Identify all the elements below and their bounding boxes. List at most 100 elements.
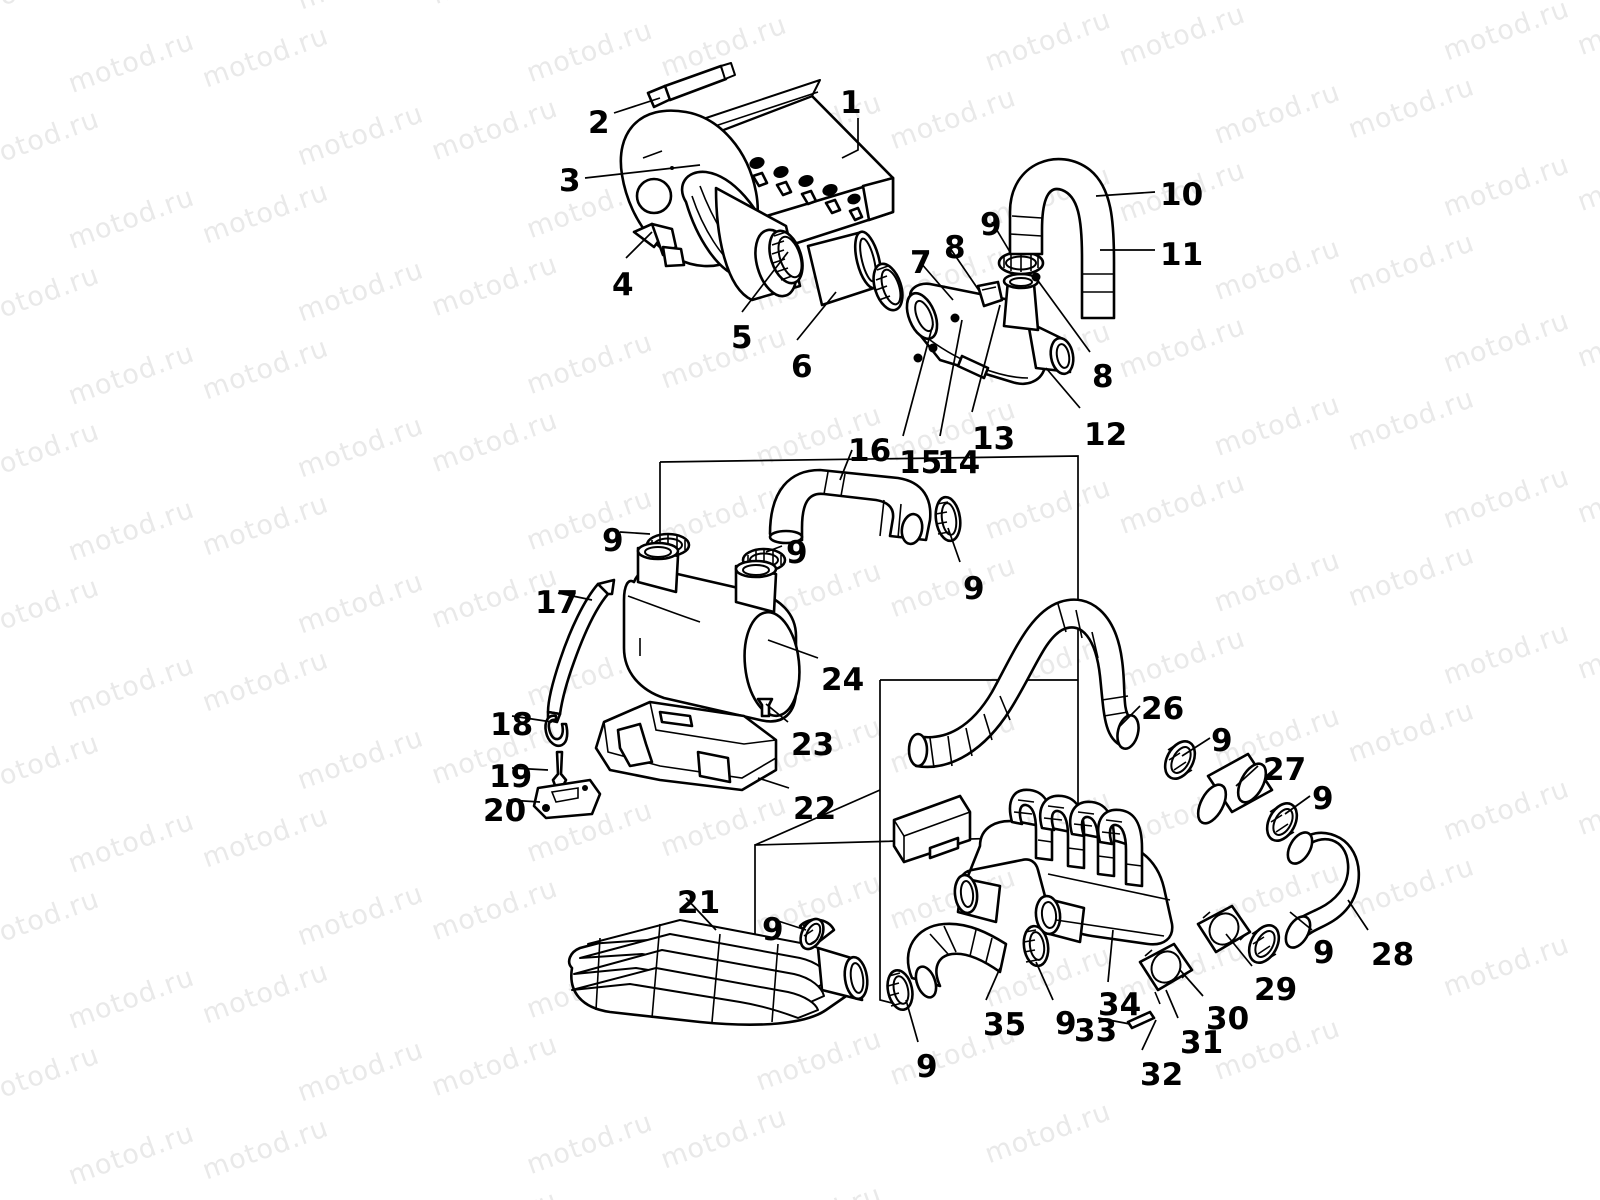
part-28-s-bend-tube bbox=[1284, 831, 1361, 949]
leader-line-33 bbox=[1097, 1017, 1131, 1025]
leader-line-9 bbox=[619, 531, 651, 535]
leader-line-8 bbox=[1035, 277, 1091, 353]
leader-line-9 bbox=[905, 999, 919, 1043]
callout-number-32: 32 bbox=[1140, 1057, 1184, 1093]
callout-number-3: 3 bbox=[559, 163, 581, 199]
callout-number-18: 18 bbox=[490, 707, 534, 743]
leader-line-7 bbox=[919, 261, 954, 301]
callout-number-9: 9 bbox=[602, 523, 624, 559]
callout-number-9: 9 bbox=[1312, 781, 1334, 817]
callout-number-13: 13 bbox=[972, 421, 1016, 457]
callout-number-4: 4 bbox=[612, 267, 634, 303]
callout-number-34: 34 bbox=[1098, 987, 1142, 1023]
leader-line-23 bbox=[765, 703, 789, 723]
leader-line-19 bbox=[511, 767, 549, 771]
callout-number-9: 9 bbox=[786, 535, 808, 571]
leader-line-35 bbox=[985, 967, 1001, 1001]
part-9-clamp-28-29 bbox=[1247, 924, 1281, 964]
leader-line-14 bbox=[939, 319, 963, 437]
part-25-insulation-pad bbox=[892, 794, 972, 864]
leader-line-8 bbox=[949, 247, 981, 293]
part-32-bolt bbox=[1126, 1010, 1156, 1030]
part-2-breather-fitting bbox=[646, 62, 736, 109]
callout-number-9: 9 bbox=[916, 1049, 938, 1085]
part-29-flange-gasket bbox=[1196, 904, 1252, 954]
callout-number-27: 27 bbox=[1263, 752, 1307, 788]
callout-number-1: 1 bbox=[840, 85, 862, 121]
callout-number-30: 30 bbox=[1206, 1001, 1250, 1037]
callout-number-10: 10 bbox=[1160, 177, 1204, 213]
callout-number-29: 29 bbox=[1254, 972, 1298, 1008]
leader-line-21 bbox=[685, 897, 717, 931]
leader-line-17 bbox=[557, 592, 593, 601]
callout-number-15: 15 bbox=[899, 445, 943, 481]
leader-line-22 bbox=[757, 777, 790, 789]
callout-number-22: 22 bbox=[793, 791, 837, 827]
part-16-elbow-tube bbox=[768, 468, 932, 546]
callout-number-8: 8 bbox=[944, 230, 966, 266]
leader-line-20 bbox=[507, 799, 541, 803]
part-24-canister-muffler bbox=[622, 541, 801, 723]
callout-number-35: 35 bbox=[983, 1007, 1027, 1043]
callout-number-11: 11 bbox=[1160, 237, 1204, 273]
leader-line-29 bbox=[1225, 933, 1253, 967]
leader-line-15 bbox=[902, 323, 934, 437]
leader-line-27 bbox=[1235, 765, 1259, 787]
part-10-u-bend-hose bbox=[1008, 157, 1116, 320]
callout-number-9: 9 bbox=[980, 207, 1002, 243]
leader-line-9 bbox=[1181, 737, 1211, 757]
leader-lines bbox=[507, 97, 1369, 1051]
callout-number-24: 24 bbox=[821, 662, 865, 698]
leader-line-31 bbox=[1165, 989, 1179, 1019]
leader-line-9 bbox=[947, 527, 961, 563]
part-12-resonator-body bbox=[905, 272, 1075, 385]
part-26-flex-hose bbox=[907, 598, 1140, 769]
callout-number-28: 28 bbox=[1371, 937, 1415, 973]
callout-number-23: 23 bbox=[791, 727, 835, 763]
leader-line-5 bbox=[741, 251, 789, 313]
leader-line-9 bbox=[1289, 911, 1313, 931]
leader-line-34 bbox=[1107, 929, 1114, 983]
part-35-inlet-hose bbox=[906, 922, 1008, 999]
callout-number-2: 2 bbox=[588, 105, 610, 141]
callout-number-9: 9 bbox=[1313, 935, 1335, 971]
part-34-exhaust-manifold bbox=[953, 788, 1174, 946]
callout-number-12: 12 bbox=[1084, 417, 1128, 453]
callout-number-9: 9 bbox=[1055, 1006, 1077, 1042]
part-6-clamp-right bbox=[872, 262, 904, 312]
leader-line-10 bbox=[1095, 191, 1156, 197]
leader-line-32 bbox=[1141, 1019, 1157, 1051]
leader-line-3 bbox=[584, 164, 701, 179]
callout-number-14: 14 bbox=[937, 445, 981, 481]
leader-line-9 bbox=[1035, 961, 1054, 1001]
callout-number-6: 6 bbox=[791, 349, 813, 385]
callout-number-17: 17 bbox=[535, 585, 579, 621]
part-9-clamp-manifold bbox=[1022, 924, 1050, 968]
leader-line-9 bbox=[765, 545, 783, 553]
callout-number-5: 5 bbox=[731, 320, 753, 356]
part-23-rivet bbox=[756, 697, 774, 718]
callout-number-8: 8 bbox=[1092, 359, 1114, 395]
leader-line-9 bbox=[991, 221, 1011, 253]
leader-line-1 bbox=[841, 118, 859, 159]
part-22-shield-cover bbox=[594, 700, 778, 792]
part-6-clamp-left bbox=[768, 229, 804, 285]
leader-line-13 bbox=[971, 304, 1001, 413]
callout-number-31: 31 bbox=[1180, 1025, 1224, 1061]
leader-line-12 bbox=[1045, 367, 1081, 409]
part-31-flange-ring bbox=[1154, 991, 1161, 1005]
callout-number-7: 7 bbox=[910, 245, 932, 281]
callout-number-16: 16 bbox=[848, 433, 892, 469]
callout-number-9: 9 bbox=[963, 571, 985, 607]
part-20-mounting-plate bbox=[532, 778, 602, 820]
callout-number-33: 33 bbox=[1074, 1013, 1118, 1049]
callout-number-21: 21 bbox=[677, 885, 721, 921]
leader-line-24 bbox=[767, 639, 819, 659]
callout-number-19: 19 bbox=[489, 759, 533, 795]
callout-number-20: 20 bbox=[483, 793, 527, 829]
leader-line-28 bbox=[1347, 899, 1369, 931]
callout-number-9: 9 bbox=[1211, 723, 1233, 759]
leader-line-18 bbox=[511, 715, 553, 723]
